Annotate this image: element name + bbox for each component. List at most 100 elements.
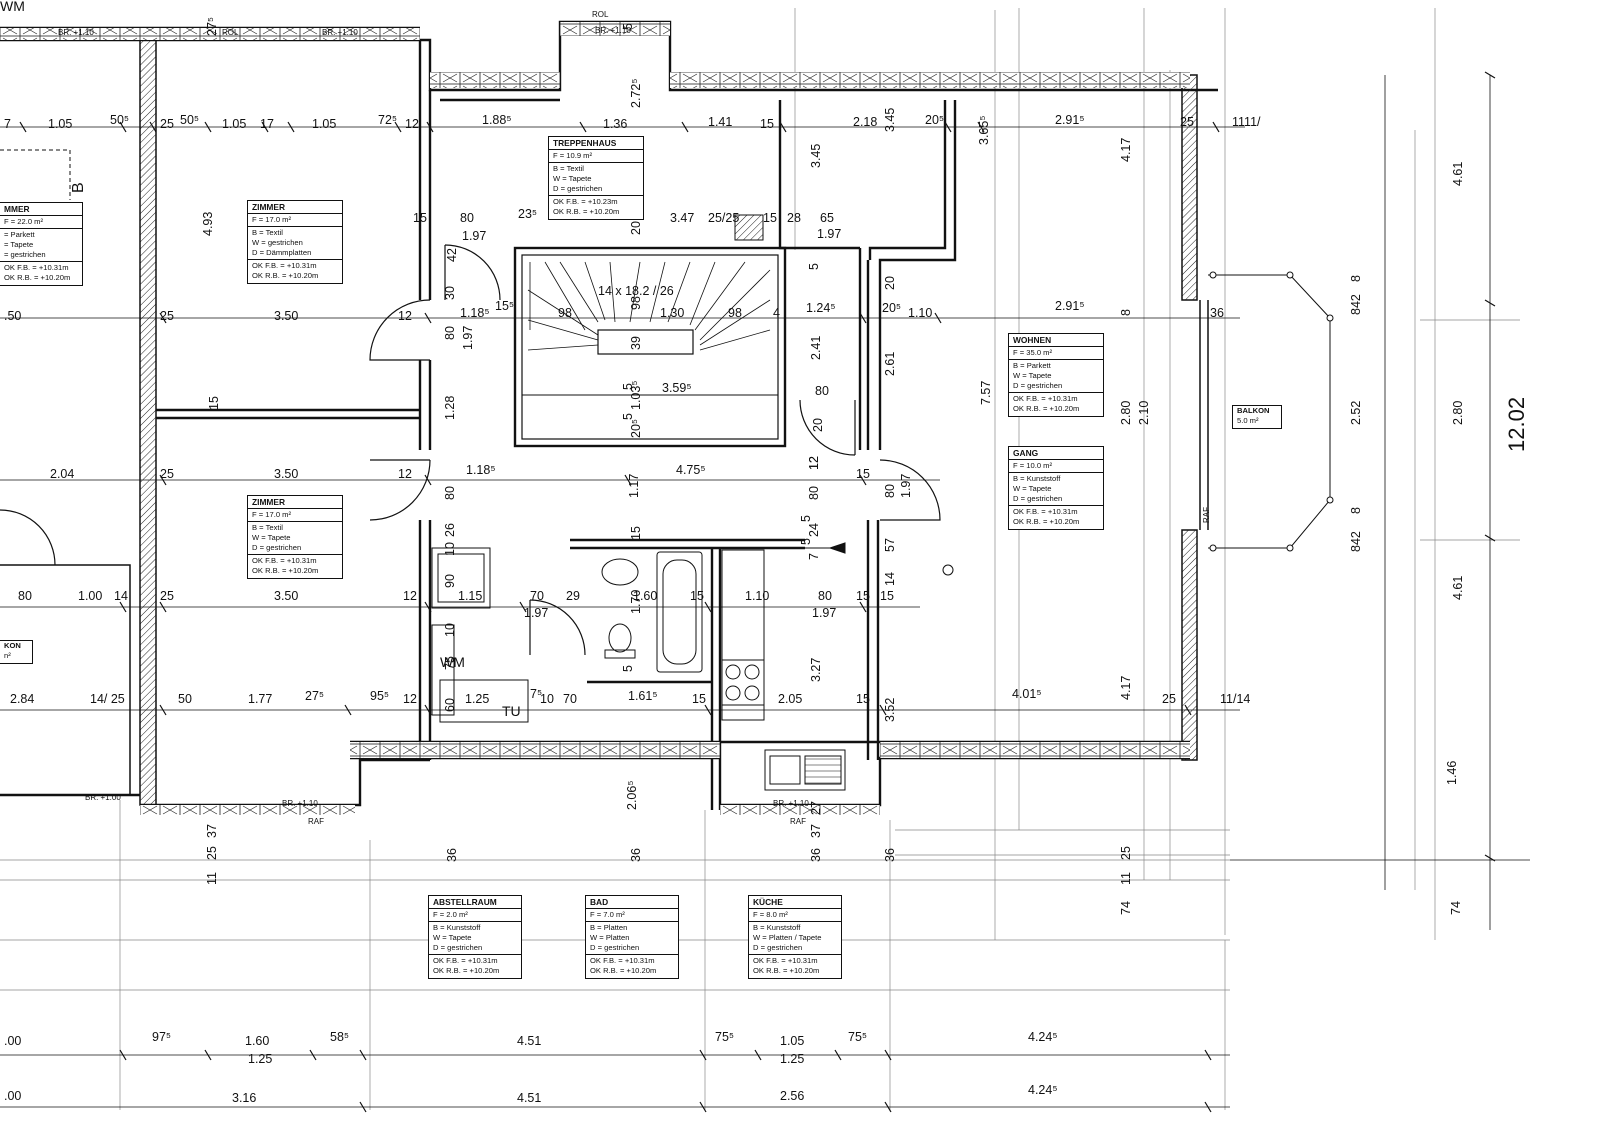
dim-label: 5 [807, 263, 821, 270]
dim-label: 20 [629, 221, 643, 235]
room-stamp-zimmer-top: ZIMMER F = 17.0 m² B = Textil W = gestri… [247, 200, 343, 284]
dim-label: 12 [403, 692, 417, 706]
room-name: MMER [0, 203, 82, 216]
dim-label: 2.91⁵ [1055, 113, 1085, 127]
window-tag-br110: BR. +1.10 [58, 28, 94, 37]
dim-label: 14/ 25 [90, 692, 125, 706]
dim-label: 36 [445, 848, 459, 862]
dim-label: 1.60 [633, 589, 658, 603]
dim-label: 25/25 [708, 211, 740, 225]
balkon-name: BALKON [1237, 406, 1270, 415]
room-wall: W = Tapete [1013, 484, 1052, 493]
dim-label: 4.24⁵ [1028, 1083, 1058, 1097]
dim-label: 27⁵ [205, 16, 219, 36]
dim-label: 75⁵ [715, 1030, 735, 1044]
window-tag-br110: BR. +1.10 [282, 799, 318, 808]
dim-label: 15 [413, 211, 427, 225]
dim-label: 842 [1349, 294, 1363, 315]
dim-label: 15 [856, 589, 870, 603]
dim-label: 8 [1349, 275, 1363, 282]
room-floor: B = Kunststoff [753, 923, 801, 932]
dim-label: 4.75⁵ [676, 463, 706, 477]
dim-label: 1.28 [443, 395, 457, 420]
dim-label: 15 [880, 589, 894, 603]
dim-label: 2.41 [809, 335, 823, 360]
dim-label: 50⁵ [110, 113, 130, 127]
dim-label: 2.52 [1349, 400, 1363, 425]
dim-label: 27 [809, 801, 823, 815]
dim-label: 4.51 [517, 1034, 542, 1048]
stair-spec-label: 14 x 18.2 / 26 [598, 284, 674, 298]
dim-label: 30 [443, 286, 457, 300]
room-name: ABSTELLRAUM [429, 896, 521, 909]
dim-label: .00 [4, 1089, 22, 1103]
dim-label: 1.97 [899, 473, 913, 498]
dim-label: 5 [799, 538, 813, 545]
room-name: ZIMMER [248, 201, 342, 214]
dim-label: 10 [443, 542, 457, 556]
dim-label: 1.00 [78, 589, 103, 603]
dim-label: 2.72⁵ [629, 78, 643, 108]
dim-label: 80 [818, 589, 832, 603]
dim-label: 2.05 [778, 692, 803, 706]
dim-label: 1.97 [817, 227, 842, 241]
window-bands [0, 22, 1190, 815]
room-name: WOHNEN [1009, 334, 1103, 347]
dim-label: .00 [4, 1034, 22, 1048]
dim-label: 39 [629, 336, 643, 350]
room-ceiling: D = gestrichen [252, 543, 302, 552]
dim-label: 4.93 [201, 211, 215, 236]
room-floor: B = Textil [553, 164, 584, 173]
dim-label: 2.10 [1137, 400, 1151, 425]
dim-label: 1.03⁵ [629, 380, 643, 410]
dim-label: 2.91⁵ [1055, 299, 1085, 313]
room-name: TREPPENHAUS [549, 137, 643, 150]
dim-label: 36 [629, 848, 643, 862]
dim-label: 1.36 [603, 117, 628, 131]
dim-label: 4.61 [1451, 575, 1465, 600]
dim-label: 42 [445, 248, 459, 262]
dim-label: 3.52 [883, 697, 897, 722]
dim-label: 2.80 [1119, 400, 1133, 425]
room-area: F = 22.0 m² [4, 217, 44, 226]
dim-label: 2.84 [10, 692, 35, 706]
dim-label: 25 [1180, 115, 1194, 129]
dim-label: 28 [787, 211, 801, 225]
dim-label: 1.25 [465, 692, 490, 706]
dim-label: 15 [856, 692, 870, 706]
dim-label: 27⁵ [305, 689, 325, 703]
dim-label: 12 [398, 309, 412, 323]
dim-label: 20 [811, 418, 825, 432]
dim-label: 11 [205, 872, 219, 885]
dim-label: 72⁵ [378, 113, 398, 127]
room-ok-fb: OK F.B. = +10.23m [553, 197, 618, 206]
room-ok-fb: OK F.B. = +10.31m [590, 956, 655, 965]
dim-label: 80 [443, 486, 457, 500]
room-ceiling: D = gestrichen [1013, 381, 1063, 390]
balcony-outline [1208, 271, 1334, 552]
dim-label: 10 [540, 692, 554, 706]
dim-label: 58⁵ [330, 1030, 350, 1044]
room-ok-fb: OK F.B. = +10.31m [1013, 507, 1078, 516]
dim-label: 2.56 [780, 1089, 805, 1103]
room-name: BAD [586, 896, 678, 909]
dim-label: 57 [883, 538, 897, 552]
dim-label: 50 [178, 692, 192, 706]
room-stamp-wohnen: WOHNEN F = 35.0 m² B = Parkett W = Tapet… [1008, 333, 1104, 417]
room-floor: B = Platten [590, 923, 628, 932]
kon-area: n² [4, 651, 11, 660]
room-area: F = 2.0 m² [433, 910, 468, 919]
total-depth-label: 12.02 [1504, 396, 1529, 452]
dim-label: 12 [403, 589, 417, 603]
dim-label: 2.80 [1451, 400, 1465, 425]
dim-label: 29 [566, 589, 580, 603]
dim-label: 1.18⁵ [460, 306, 490, 320]
dim-label: 1.10 [908, 306, 933, 320]
dim-label: 3.59⁵ [662, 381, 692, 395]
dim-label: 25 [205, 846, 219, 860]
dim-label: 24 [807, 523, 821, 537]
room-ceiling: D = gestrichen [1013, 494, 1063, 503]
room-stamp-zimmer-bottom: ZIMMER F = 17.0 m² B = Textil W = Tapete… [247, 495, 343, 579]
room-floor: B = Textil [252, 228, 283, 237]
